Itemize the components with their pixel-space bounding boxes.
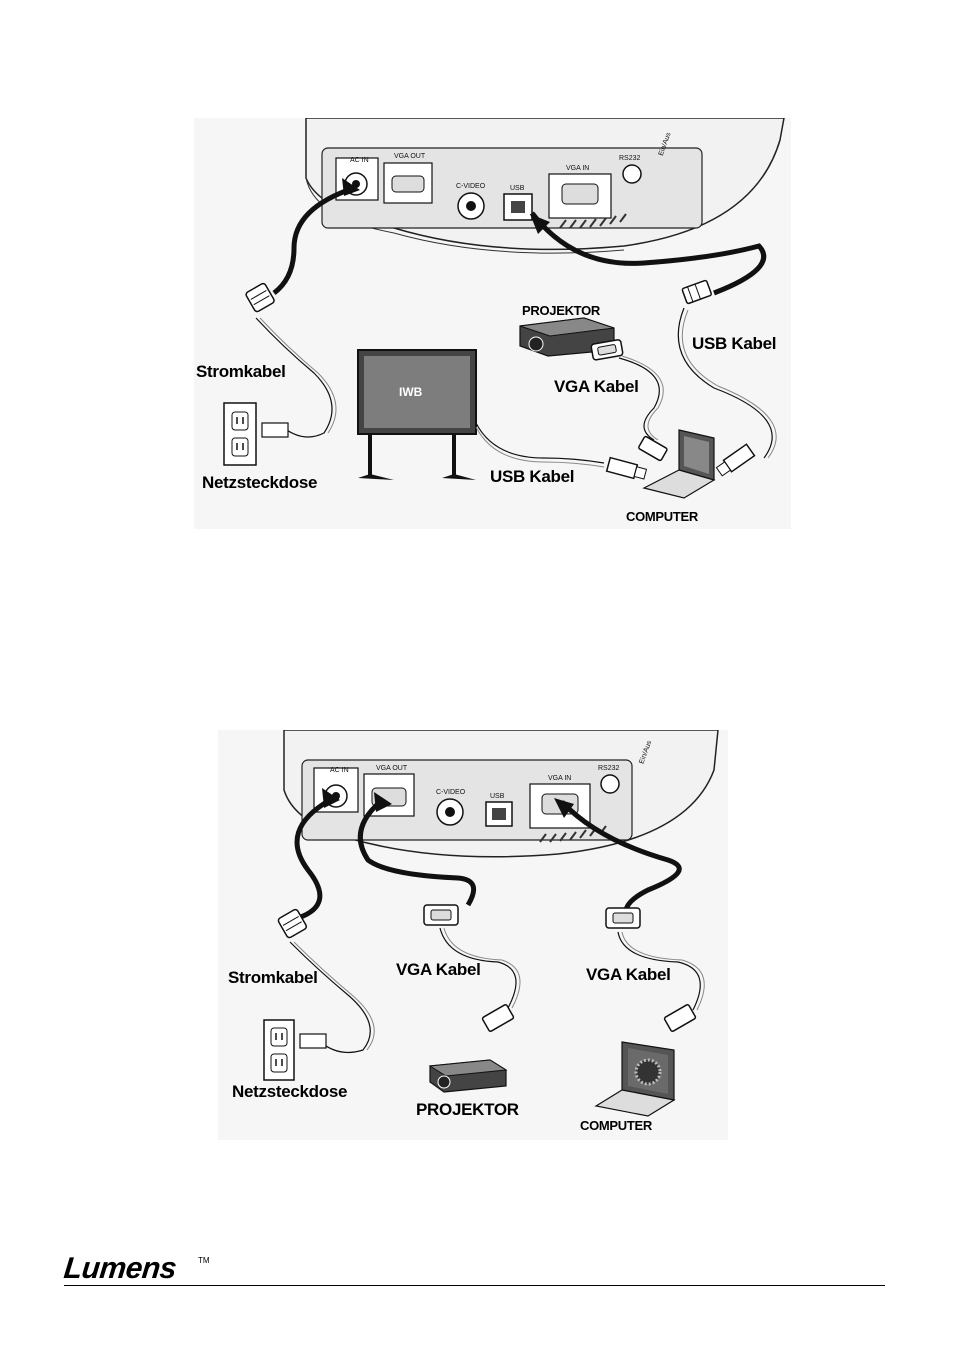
port-label-vga-in: VGA IN: [566, 165, 589, 172]
label-outlet: Netzsteckdose: [232, 1082, 348, 1101]
iwb-board: IWB: [357, 349, 477, 480]
port-label-rs232: RS232: [619, 155, 641, 162]
label-outlet: Netzsteckdose: [202, 473, 318, 492]
label-usb-cable-right: USB Kabel: [692, 334, 777, 353]
label-usb-cable-bottom: USB Kabel: [490, 467, 575, 486]
diagram-1-drawing: AC IN VGA OUT C-VIDEO USB VGA IN RS232 E…: [223, 118, 785, 499]
usb-a-plug-right: [715, 443, 756, 477]
diagram-2-drawing: AC IN VGA OUT C-VIDEO USB VGA IN RS232 E…: [263, 730, 719, 1117]
rs232-port: [622, 164, 642, 184]
port-label-ac-in: AC IN: [350, 157, 369, 164]
vga-in-cable: [560, 800, 682, 911]
power-cable: [294, 797, 332, 921]
vga-plug-left-end: [481, 1004, 515, 1032]
vga-plug-projector: [590, 339, 624, 361]
port-label-usb: USB: [510, 185, 525, 192]
label-computer: COMPUTER: [580, 1118, 652, 1133]
usb-a-plug-iwb: [605, 456, 648, 480]
laptop-icon: [642, 429, 716, 499]
vga-plug-right-end: [663, 1004, 697, 1032]
label-projector: PROJEKTOR: [522, 303, 600, 318]
port-label-rs232: RS232: [598, 765, 620, 772]
label-power-cable: Stromkabel: [196, 362, 286, 381]
iwb-label: IWB: [399, 385, 423, 399]
wall-outlet: [223, 402, 289, 466]
label-power-cable: Stromkabel: [228, 968, 318, 987]
power-plug: [245, 282, 275, 313]
port-label-vga-out: VGA OUT: [376, 765, 408, 772]
label-vga-cable-right: VGA Kabel: [586, 965, 671, 984]
trademark-mark: TM: [198, 1256, 210, 1265]
connection-diagram-iwb: AC IN VGA OUT C-VIDEO USB VGA IN RS232 E…: [194, 118, 791, 529]
vga-plug-computer: [638, 435, 668, 462]
rs232-port: [600, 774, 620, 794]
laptop-icon: [594, 1041, 676, 1117]
vga-plug-left: [423, 904, 459, 926]
connection-diagram-vga: AC IN VGA OUT C-VIDEO USB VGA IN RS232 E…: [218, 730, 728, 1140]
label-computer: COMPUTER: [626, 509, 698, 524]
projector-icon: [428, 1059, 508, 1093]
lumens-logo: Lumens: [62, 1252, 178, 1285]
label-vga-cable: VGA Kabel: [554, 377, 639, 396]
port-label-c-video: C-VIDEO: [436, 789, 466, 796]
port-label-vga-in: VGA IN: [548, 775, 571, 782]
usb-b-plug: [681, 279, 712, 305]
projector-icon: [519, 317, 615, 357]
usb-cable-device: [530, 211, 767, 296]
footer-divider: [64, 1285, 885, 1286]
label-vga-cable-left: VGA Kabel: [396, 960, 481, 979]
vga-out-cable: [357, 800, 477, 907]
power-plug: [277, 908, 308, 939]
wall-outlet: [263, 1019, 327, 1081]
label-projector: PROJEKTOR: [416, 1100, 519, 1119]
power-cable: [272, 185, 355, 295]
vga-plug-right: [605, 907, 641, 929]
port-label-usb: USB: [490, 793, 505, 800]
port-label-vga-out: VGA OUT: [394, 153, 426, 160]
port-label-ac-in: AC IN: [330, 767, 349, 774]
port-label-c-video: C-VIDEO: [456, 183, 486, 190]
